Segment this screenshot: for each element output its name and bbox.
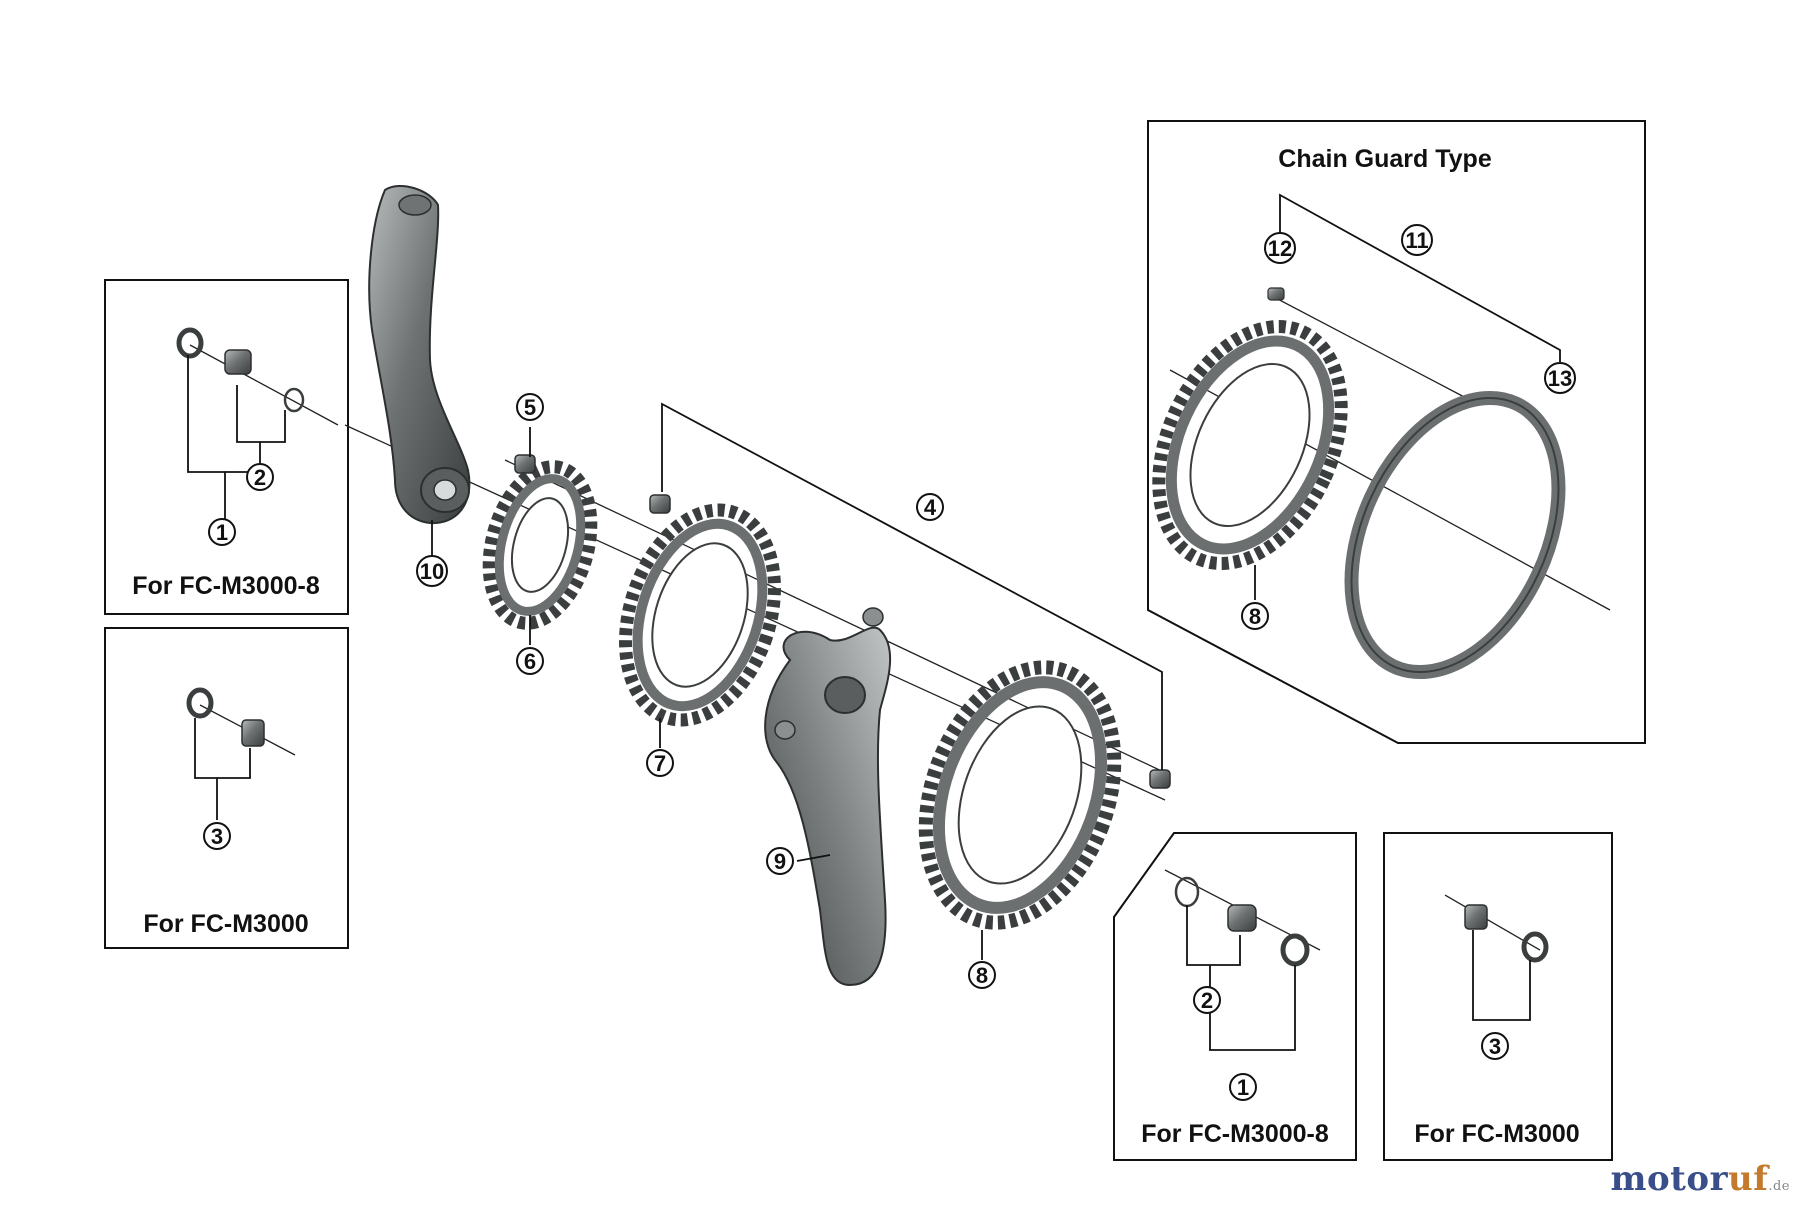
svg-text:9: 9 [774,849,786,874]
svg-text:5: 5 [524,395,536,420]
large-chainring-8 [918,660,1122,930]
left-crank-arm [368,185,471,525]
leader-3a [194,718,251,779]
box-chain-guard [1147,120,1646,744]
leader-1a [187,355,226,520]
svg-text:10: 10 [420,559,444,584]
callout-11: 11 [1401,224,1433,256]
leader-9 [796,854,831,862]
callout-12: 12 [1264,232,1296,264]
callout-13: 13 [1544,362,1576,394]
svg-text:1: 1 [1237,1075,1249,1100]
leader-2a [236,385,286,443]
svg-text:13: 13 [1548,366,1572,391]
chainring-bolts [514,287,1285,789]
svg-text:8: 8 [1249,604,1261,629]
box-left-bottom [104,627,349,949]
leader-1b-2b [1186,905,1241,966]
callout-8-chain-guard: 8 [1241,602,1269,630]
right-crank-arm [764,607,892,987]
callout-2-right-bottom: 2 [1193,986,1221,1014]
callout-3-right-bottom: 3 [1481,1032,1509,1060]
callout-2-left-top: 2 [246,463,274,491]
right-bottom-left-parts [1174,876,1310,967]
chain-guard-ring-13 [1344,390,1566,680]
callout-10: 10 [416,555,448,587]
box-left-top [104,279,349,615]
left-bottom-box-parts [186,687,265,747]
label-chain-guard-type: Chain Guard Type [1278,145,1492,173]
leader-11-12-13 [1279,193,1561,362]
leader-3b [1472,930,1531,1021]
motoruf-logo: motoruf.de [1610,1159,1790,1199]
middle-chainring-7 [619,503,781,727]
label-for-fc-m3000-8-left: For FC-M3000-8 [132,572,320,600]
callout-7: 7 [646,749,674,777]
leader-1b [1209,965,1296,1051]
svg-text:1: 1 [216,520,228,545]
callout-9: 9 [766,847,794,875]
svg-text:6: 6 [524,649,536,674]
left-top-box-parts [176,327,305,413]
svg-text:4: 4 [924,495,937,520]
label-for-fc-m3000-8-right: For FC-M3000-8 [1141,1120,1329,1148]
svg-text:8: 8 [976,963,988,988]
svg-text:11: 11 [1405,228,1428,253]
label-for-fc-m3000-right: For FC-M3000 [1414,1120,1579,1148]
chain-guard-chainring-8 [1152,320,1348,570]
box-right-bottom-left [1113,832,1357,1161]
axis-chain-guard-bolt [1269,294,1471,401]
callout-1-right-bottom: 1 [1229,1073,1257,1101]
svg-text:12: 12 [1268,236,1292,261]
callout-6: 6 [516,647,544,675]
small-chainring-6 [482,460,598,630]
right-bottom-right-parts [1464,904,1549,963]
callout-5: 5 [516,393,544,421]
box-right-bottom-right [1383,832,1613,1161]
callout-8-main: 8 [968,961,996,989]
svg-text:3: 3 [211,824,223,849]
label-for-fc-m3000-left: For FC-M3000 [143,910,308,938]
callout-3-left-bottom: 3 [203,822,231,850]
leader-4 [661,402,1163,770]
svg-text:7: 7 [654,751,666,776]
svg-text:2: 2 [254,465,266,490]
callout-1-left-top: 1 [208,518,236,546]
axis-left-top-box [189,344,339,426]
svg-text:3: 3 [1489,1034,1501,1059]
svg-text:2: 2 [1201,988,1213,1013]
callout-4: 4 [916,493,944,521]
